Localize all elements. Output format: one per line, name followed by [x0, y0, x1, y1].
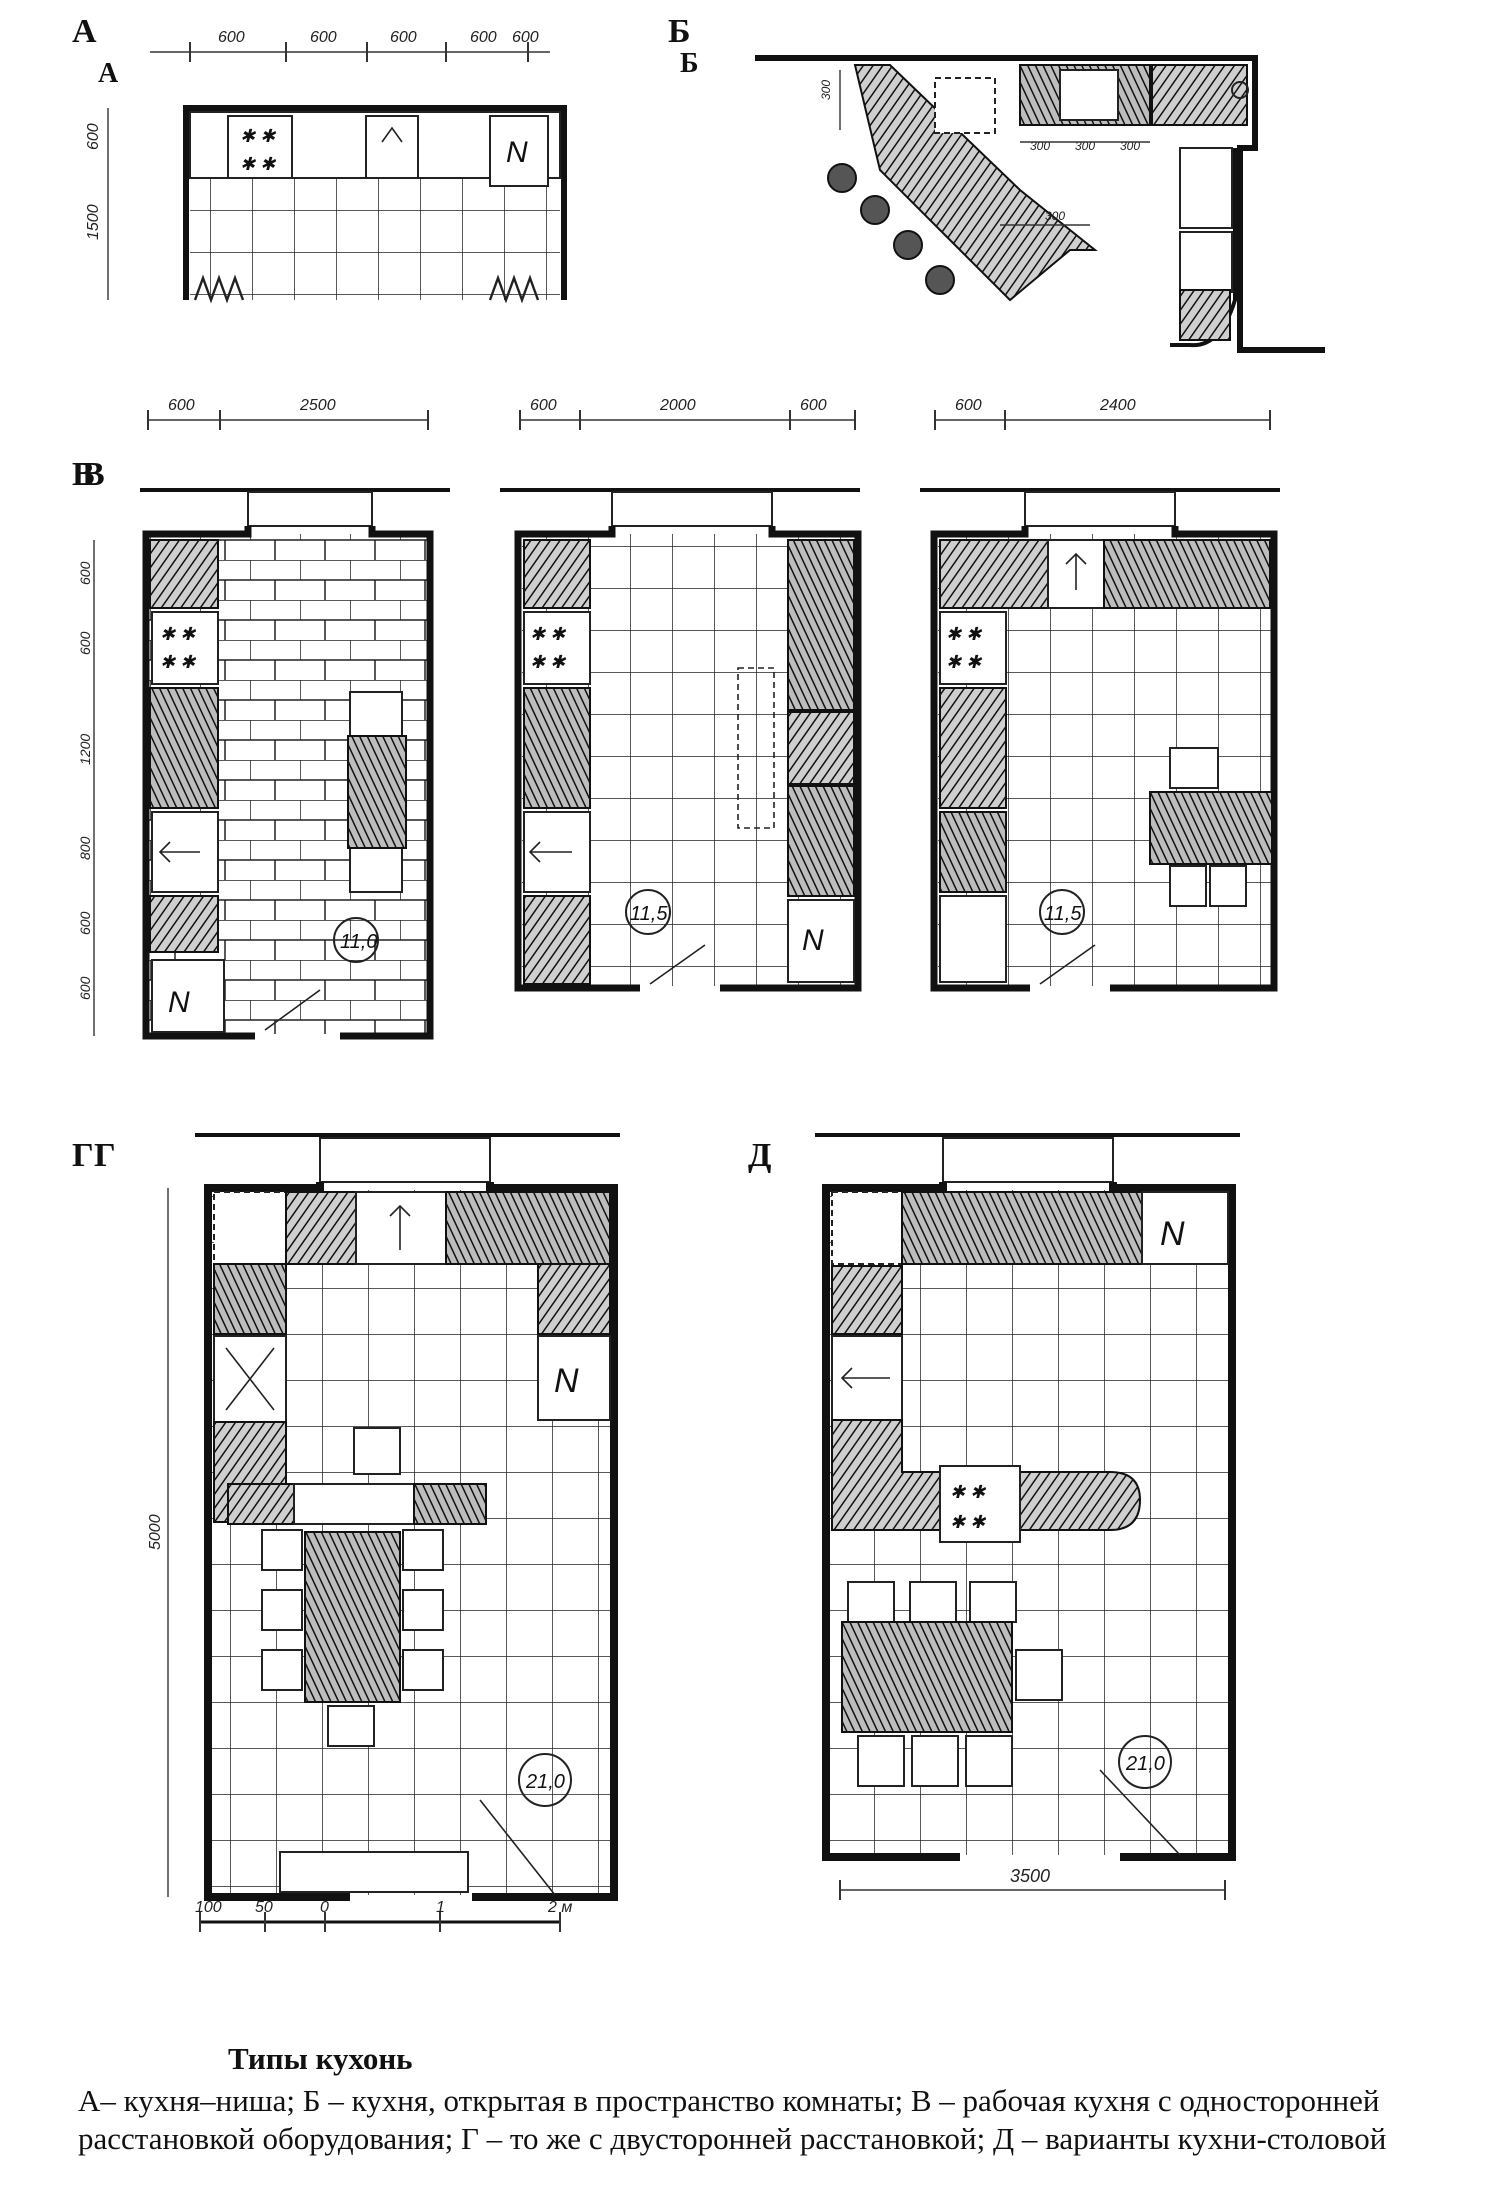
- svg-text:✱ ✱: ✱ ✱: [240, 154, 277, 174]
- label-d: Д: [748, 1137, 771, 1174]
- scale-2: 50: [255, 1899, 273, 1916]
- label-v-sub: В: [82, 456, 105, 493]
- stove-d: [939, 1465, 1021, 1543]
- figure-caption: Типы кухонь А– кухня–ниша; Б – кухня, от…: [78, 2040, 1418, 2158]
- label-a: А: [72, 13, 97, 50]
- dim-vl-3: 1200: [77, 734, 93, 765]
- fridge-v1: [151, 959, 225, 1033]
- svg-text:✱ ✱: ✱ ✱: [240, 126, 277, 146]
- area-d: 21,0: [1125, 1753, 1165, 1775]
- area-v1: 11,0: [340, 931, 377, 953]
- dim-a-1: 600: [218, 29, 245, 46]
- plan-v1: 600 2500 ✱ ✱ ✱ ✱ N 11,0 600 600: [77, 397, 450, 1040]
- stove-v1: [151, 611, 219, 685]
- label-a-sub: А: [98, 58, 119, 89]
- fridge-d: [1141, 1191, 1229, 1265]
- dim-vl-2: 600: [77, 631, 93, 655]
- fridge-v3: [939, 895, 1007, 983]
- dim-v1-1: 600: [168, 397, 195, 414]
- dim-vl-4: 800: [77, 836, 93, 860]
- label-b-sub: Б: [680, 48, 699, 79]
- dim-a-3: 600: [390, 29, 417, 46]
- plan-g: Г Г N 21,0 5000: [72, 1133, 620, 1932]
- fridge-icon: [489, 115, 549, 187]
- scale-1: 100: [195, 1899, 222, 1916]
- label-b: Б: [668, 13, 690, 50]
- plan-v: В В 600 2500 ✱ ✱ ✱ ✱ N 11,0: [72, 397, 1280, 1040]
- caption-text: А– кухня–ниша; Б – кухня, открытая в про…: [78, 2083, 1387, 2156]
- stove-v2: [523, 611, 591, 685]
- dim-v3-1: 600: [955, 397, 982, 414]
- dim-b-2: 300: [1075, 139, 1095, 153]
- svg-text:✱ ✱: ✱ ✱: [946, 624, 983, 644]
- dim-v3-2: 2400: [1099, 397, 1136, 414]
- dim-v2-3: 600: [800, 397, 827, 414]
- dim-vl-6: 600: [77, 976, 93, 1000]
- scale-4: 1: [436, 1899, 445, 1916]
- stove-icon: [227, 115, 293, 179]
- svg-text:✱ ✱: ✱ ✱: [950, 1482, 987, 1502]
- label-v: В: [72, 456, 95, 493]
- fridge-v2: [787, 899, 855, 983]
- sink-icon: [365, 115, 419, 179]
- dim-b-mid: 300: [1045, 209, 1065, 223]
- caption-title: Типы кухонь: [228, 2041, 413, 2076]
- plan-v2: 600 2000 600 ✱ ✱ ✱ ✱ N 11,5: [500, 397, 862, 992]
- dim-a-5: 600: [512, 29, 539, 46]
- dim-a-4: 600: [470, 29, 497, 46]
- sink-g: [355, 1191, 447, 1265]
- svg-text:✱ ✱: ✱ ✱: [530, 624, 567, 644]
- area-v2: 11,5: [630, 903, 668, 925]
- dim-d-bottom: 3500: [1010, 1866, 1050, 1886]
- svg-text:N: N: [802, 924, 824, 957]
- dim-vl-1: 600: [77, 561, 93, 585]
- plan-d: Д N ✱ ✱ ✱ ✱ 21,0 3500: [748, 1133, 1240, 1900]
- dim-a-left-1: 600: [85, 123, 102, 150]
- svg-text:✱ ✱: ✱ ✱: [160, 652, 197, 672]
- area-g: 21,0: [525, 1771, 565, 1793]
- svg-text:N: N: [168, 986, 190, 1019]
- dim-g-left: 5000: [147, 1514, 164, 1550]
- fridge-g: [537, 1335, 611, 1421]
- plan-v3: 600 2400 ✱ ✱ ✱ ✱ 11,5: [920, 397, 1280, 992]
- stove-v3: [939, 611, 1007, 685]
- area-v3: 11,5: [1044, 903, 1082, 925]
- plan-b: Б Б 300 300 300 300 300: [668, 13, 1325, 353]
- dim-a-left-2: 1500: [85, 204, 102, 240]
- svg-text:✱ ✱: ✱ ✱: [160, 624, 197, 644]
- dim-b-1: 300: [1030, 139, 1050, 153]
- dim-v1-2: 2500: [299, 397, 336, 414]
- dim-v2-1: 600: [530, 397, 557, 414]
- svg-text:✱ ✱: ✱ ✱: [946, 652, 983, 672]
- plan-a: А А 600 600 600 600 600 600 1500 ✱ ✱ ✱ ✱…: [72, 13, 567, 304]
- label-g-sub: Г: [94, 1137, 116, 1174]
- dim-b-side: 300: [819, 80, 833, 100]
- svg-text:N: N: [554, 1362, 579, 1400]
- dim-a-2: 600: [310, 29, 337, 46]
- dim-vl-5: 600: [77, 911, 93, 935]
- scale-3: 0: [320, 1899, 329, 1916]
- kitchen-plans-figure: А А 600 600 600 600 600 600 1500 ✱ ✱ ✱ ✱…: [72, 13, 1325, 1932]
- svg-text:✱ ✱: ✱ ✱: [950, 1512, 987, 1532]
- scale-5: 2 м: [547, 1899, 572, 1916]
- svg-text:✱ ✱: ✱ ✱: [530, 652, 567, 672]
- svg-text:N: N: [1160, 1215, 1185, 1253]
- label-g: Г: [72, 1137, 94, 1174]
- stove-b: [1059, 69, 1119, 121]
- dim-b-3: 300: [1120, 139, 1140, 153]
- fridge-label: N: [506, 136, 528, 169]
- dim-v2-2: 2000: [659, 397, 696, 414]
